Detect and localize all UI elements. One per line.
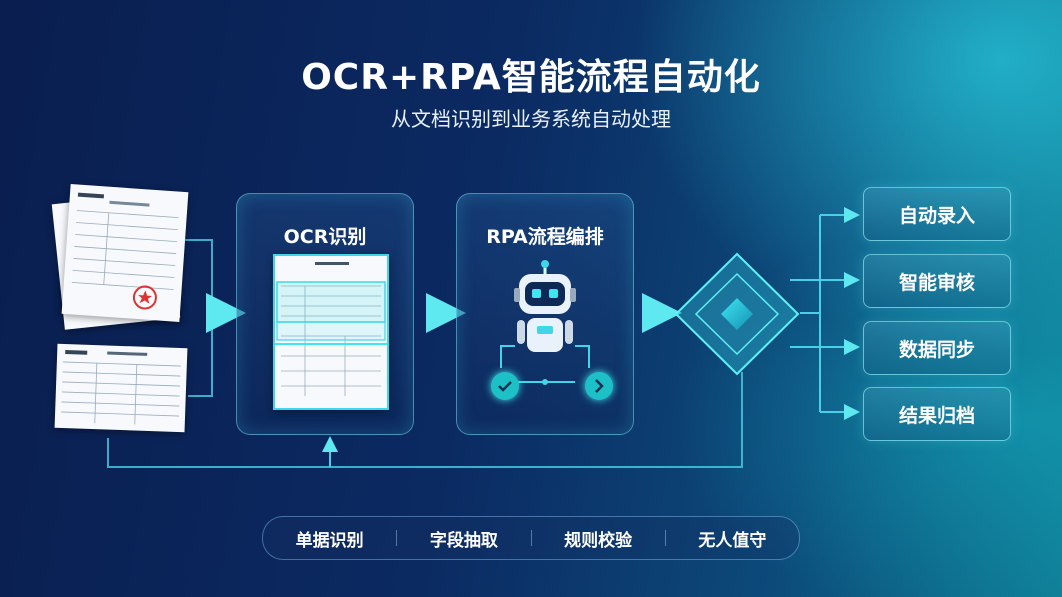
document-icon [61, 184, 189, 322]
divider [530, 530, 532, 546]
diamond-decision-icon [674, 252, 800, 376]
ocr-panel: OCR识别 [236, 193, 414, 435]
output-smart-review: 智能审核 [863, 254, 1011, 308]
feature-item: 单据识别 [295, 530, 364, 551]
output-data-sync: 数据同步 [863, 321, 1011, 375]
document-icon [54, 343, 188, 433]
output-archive: 结果归档 [863, 387, 1011, 441]
page-subtitle: 从文档识别到业务系统自动处理 [391, 107, 671, 131]
feature-item: 规则校验 [564, 530, 633, 551]
rpa-panel: RPA流程编排 [456, 193, 634, 435]
robot-icon [500, 260, 590, 385]
ocr-panel-title: OCR识别 [283, 226, 367, 248]
divider [664, 530, 666, 546]
output-auto-entry: 自动录入 [863, 187, 1011, 241]
page-title: OCR+RPA智能流程自动化 [301, 57, 761, 98]
divider [396, 530, 398, 546]
feature-bar: 单据识别 字段抽取 规则校验 无人值守 [262, 516, 800, 560]
arrow-right-icon [585, 372, 613, 400]
feature-item: 字段抽取 [429, 530, 498, 551]
check-icon [491, 372, 519, 400]
scanned-document-icon [273, 254, 389, 410]
rpa-panel-title: RPA流程编排 [486, 226, 604, 248]
document-stack-top [51, 182, 192, 332]
feature-item: 无人值守 [698, 530, 767, 551]
